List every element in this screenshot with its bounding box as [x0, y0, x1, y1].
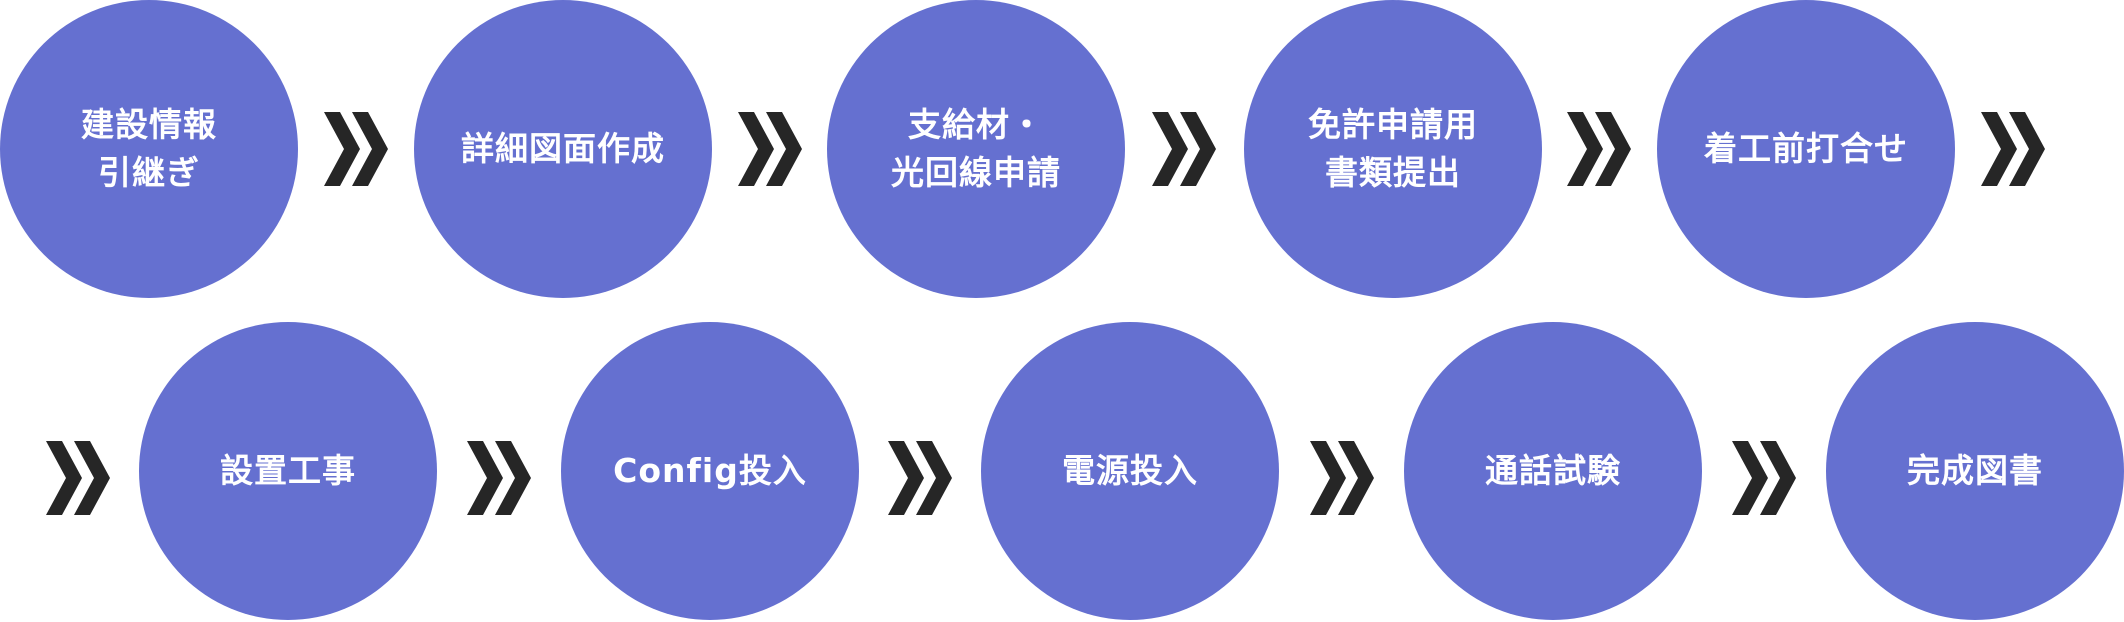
double-chevron-icon [1152, 112, 1216, 186]
step-2-line-1: 詳細図面作成 [461, 129, 665, 168]
step-1-line-2: 引継ぎ [98, 153, 200, 192]
step-circle-10: 完成図書 [1826, 322, 2124, 620]
step-3-line-2: 光回線申請 [891, 153, 1061, 192]
step-circle-3: 支給材・ 光回線申請 [827, 0, 1125, 298]
step-circle-6: 設置工事 [139, 322, 437, 620]
step-circle-8: 電源投入 [981, 322, 1279, 620]
step-4-line-1: 免許申請用 [1308, 105, 1478, 144]
double-chevron-icon [1732, 441, 1796, 515]
step-1-line-1: 建設情報 [81, 105, 217, 144]
double-chevron-icon [1567, 112, 1631, 186]
double-chevron-icon [46, 441, 110, 515]
step-10-line-1: 完成図書 [1907, 451, 2043, 490]
double-chevron-icon [467, 441, 531, 515]
step-5-line-1: 着工前打合せ [1704, 129, 1908, 168]
double-chevron-icon [1310, 441, 1374, 515]
step-circle-5: 着工前打合せ [1657, 0, 1955, 298]
double-chevron-icon [324, 112, 388, 186]
step-8-line-1: 電源投入 [1062, 451, 1198, 490]
step-7-line-1: Config投入 [613, 451, 807, 490]
step-6-line-1: 設置工事 [220, 451, 356, 490]
step-9-line-1: 通話試験 [1485, 451, 1621, 490]
step-circle-9: 通話試験 [1404, 322, 1702, 620]
step-circle-2: 詳細図面作成 [414, 0, 712, 298]
step-3-line-1: 支給材・ [908, 105, 1044, 144]
step-circle-4: 免許申請用 書類提出 [1244, 0, 1542, 298]
double-chevron-icon [1981, 112, 2045, 186]
step-circle-1: 建設情報 引継ぎ [0, 0, 298, 298]
double-chevron-icon [738, 112, 802, 186]
double-chevron-icon [888, 441, 952, 515]
step-circle-7: Config投入 [561, 322, 859, 620]
step-4-line-2: 書類提出 [1325, 153, 1461, 192]
